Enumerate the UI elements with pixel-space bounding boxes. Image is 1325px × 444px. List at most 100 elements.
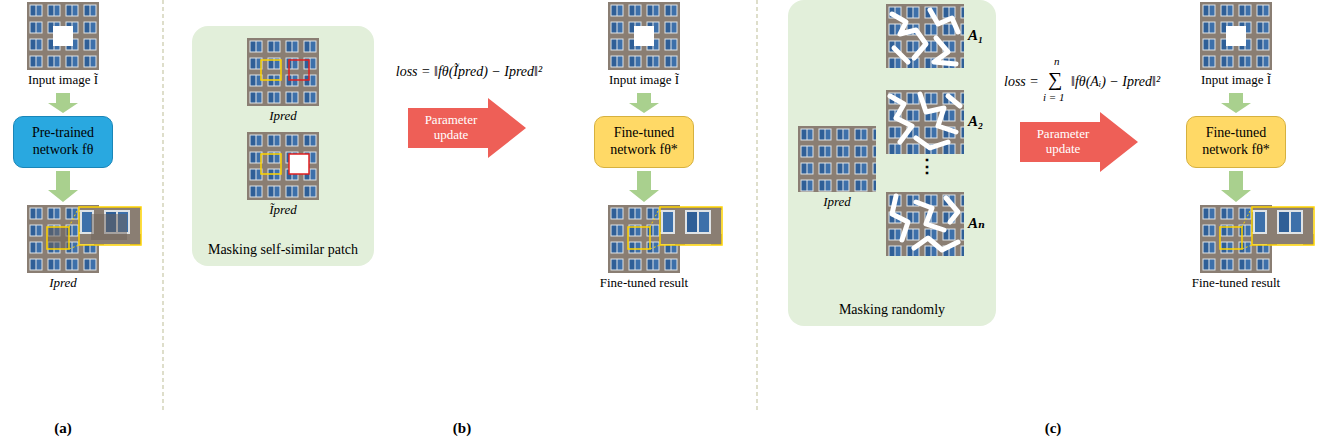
flow-arrow [1221, 93, 1251, 113]
illustration-part [650, 245, 660, 249]
flow-arrow [1221, 171, 1251, 202]
illustration-part [798, 126, 876, 192]
text-label: i = 1 [1043, 91, 1064, 104]
illustration-part [1242, 245, 1252, 249]
prediction-image [798, 126, 876, 192]
illustration-part [289, 154, 309, 174]
network-box: Fine-tuned network fθ* [1186, 116, 1286, 168]
illustration-part [650, 207, 660, 227]
illustration-part [91, 214, 127, 240]
masked-input-image [27, 2, 99, 70]
illustration-part [914, 238, 958, 250]
illustration-part [608, 2, 680, 70]
illustration-part [930, 10, 958, 32]
illustration-part [660, 207, 722, 245]
arrow-body [408, 98, 526, 158]
image-label: Ĩpred [197, 202, 369, 218]
image-label: Ipred [197, 108, 369, 124]
illustration-part [634, 26, 654, 46]
image-panel: A₂ [886, 90, 964, 154]
masked-prediction-image [247, 132, 319, 200]
random-mask-image [886, 90, 964, 154]
illustration-part [247, 132, 319, 200]
text-label: ‖fθ(Aᵢ) − Ipred‖² [1071, 74, 1160, 90]
image-panel: Input image Ĩ [1200, 2, 1272, 90]
update-arrow: Parameter update [408, 98, 526, 158]
image-panel: Ĩpred [247, 132, 319, 220]
text-label: loss = [1004, 74, 1039, 90]
illustration-part [948, 96, 960, 106]
box-label: Fine-tuned network fθ* [603, 125, 685, 159]
illustration-part [946, 198, 958, 222]
image-panel: Ipred [798, 126, 876, 212]
text-label: (c) [1023, 420, 1083, 437]
image-panel: Fine-tuned result [608, 205, 680, 293]
illustration-part [892, 10, 958, 64]
illustration-part [1226, 26, 1246, 46]
illustration-part [892, 196, 958, 250]
illustration-part [890, 96, 912, 142]
image-label: Input image Ĩ [1150, 72, 1322, 88]
flow-arrow [48, 171, 78, 202]
text-label: (a) [33, 420, 93, 437]
illustration-part [892, 196, 908, 240]
illustration-part [261, 60, 281, 80]
arrow-body [1020, 112, 1138, 172]
illustration-part [886, 4, 964, 68]
image-panel: Input image Ĩ [27, 2, 99, 90]
illustration-part [247, 38, 319, 106]
result-image [608, 205, 724, 273]
image-panel: Ipred [27, 205, 99, 293]
random-mask-image [886, 4, 964, 68]
result-image [1200, 205, 1316, 273]
illustration-part [1252, 207, 1314, 245]
illustration-part [27, 2, 99, 70]
text-label: ∑ [1048, 69, 1062, 89]
arrow-label: Parameter update [408, 113, 494, 143]
illustration-part [886, 90, 964, 154]
image-label: Input image Ĩ [0, 72, 149, 88]
flow-arrow [629, 171, 659, 202]
image-label: A₂ [968, 113, 983, 129]
illustration-part [289, 60, 309, 80]
text-label: (b) [432, 420, 492, 437]
illustration-part [79, 207, 141, 245]
illustration-part [69, 245, 79, 249]
arrow-text-box: Parameter update [1020, 122, 1106, 162]
illustration-part [894, 48, 908, 62]
masked-input-image [1200, 2, 1272, 70]
arrow-label: Parameter update [1020, 127, 1106, 157]
network-box: Fine-tuned network fθ* [594, 116, 694, 168]
illustration-part [69, 207, 79, 227]
masking-panel: Masking randomly Ipred A₁ A₂ Aₙ [788, 0, 996, 326]
image-label: Fine-tuned result [558, 275, 730, 291]
arrow-text-box: Parameter update [408, 108, 494, 148]
masking-panel: Masking self-similar patch Ipred Ĩpred [192, 26, 374, 266]
image-label: Input image Ĩ [558, 72, 730, 88]
image-label: A₁ [968, 27, 983, 43]
illustration-part [1200, 2, 1272, 70]
illustration-part [934, 38, 956, 64]
masked-input-image [608, 2, 680, 70]
box-label: Pre-trained network fθ [22, 125, 104, 159]
text-label: ⋮ [917, 157, 937, 175]
image-panel: Input image Ĩ [608, 2, 680, 90]
illustration-part [916, 138, 948, 148]
panel-separator [756, 0, 757, 412]
panel-label: Masking randomly [788, 301, 996, 318]
illustration-part [261, 154, 281, 174]
prediction-image [27, 205, 143, 273]
illustration-part [53, 26, 73, 46]
illustration-part [47, 227, 69, 249]
illustration-part [890, 94, 960, 148]
box-label: Fine-tuned network fθ* [1195, 125, 1277, 159]
random-mask-image [886, 192, 964, 256]
panel-label: Masking self-similar patch [192, 241, 374, 258]
image-label: Fine-tuned result [1150, 275, 1322, 291]
illustration-part [916, 202, 944, 230]
image-label: Ipred [0, 275, 149, 291]
text-label: loss = ‖fθ(Ĩpred) − Ipred‖² [376, 64, 562, 80]
image-panel: Aₙ [886, 192, 964, 256]
image-label: Aₙ [968, 215, 985, 231]
